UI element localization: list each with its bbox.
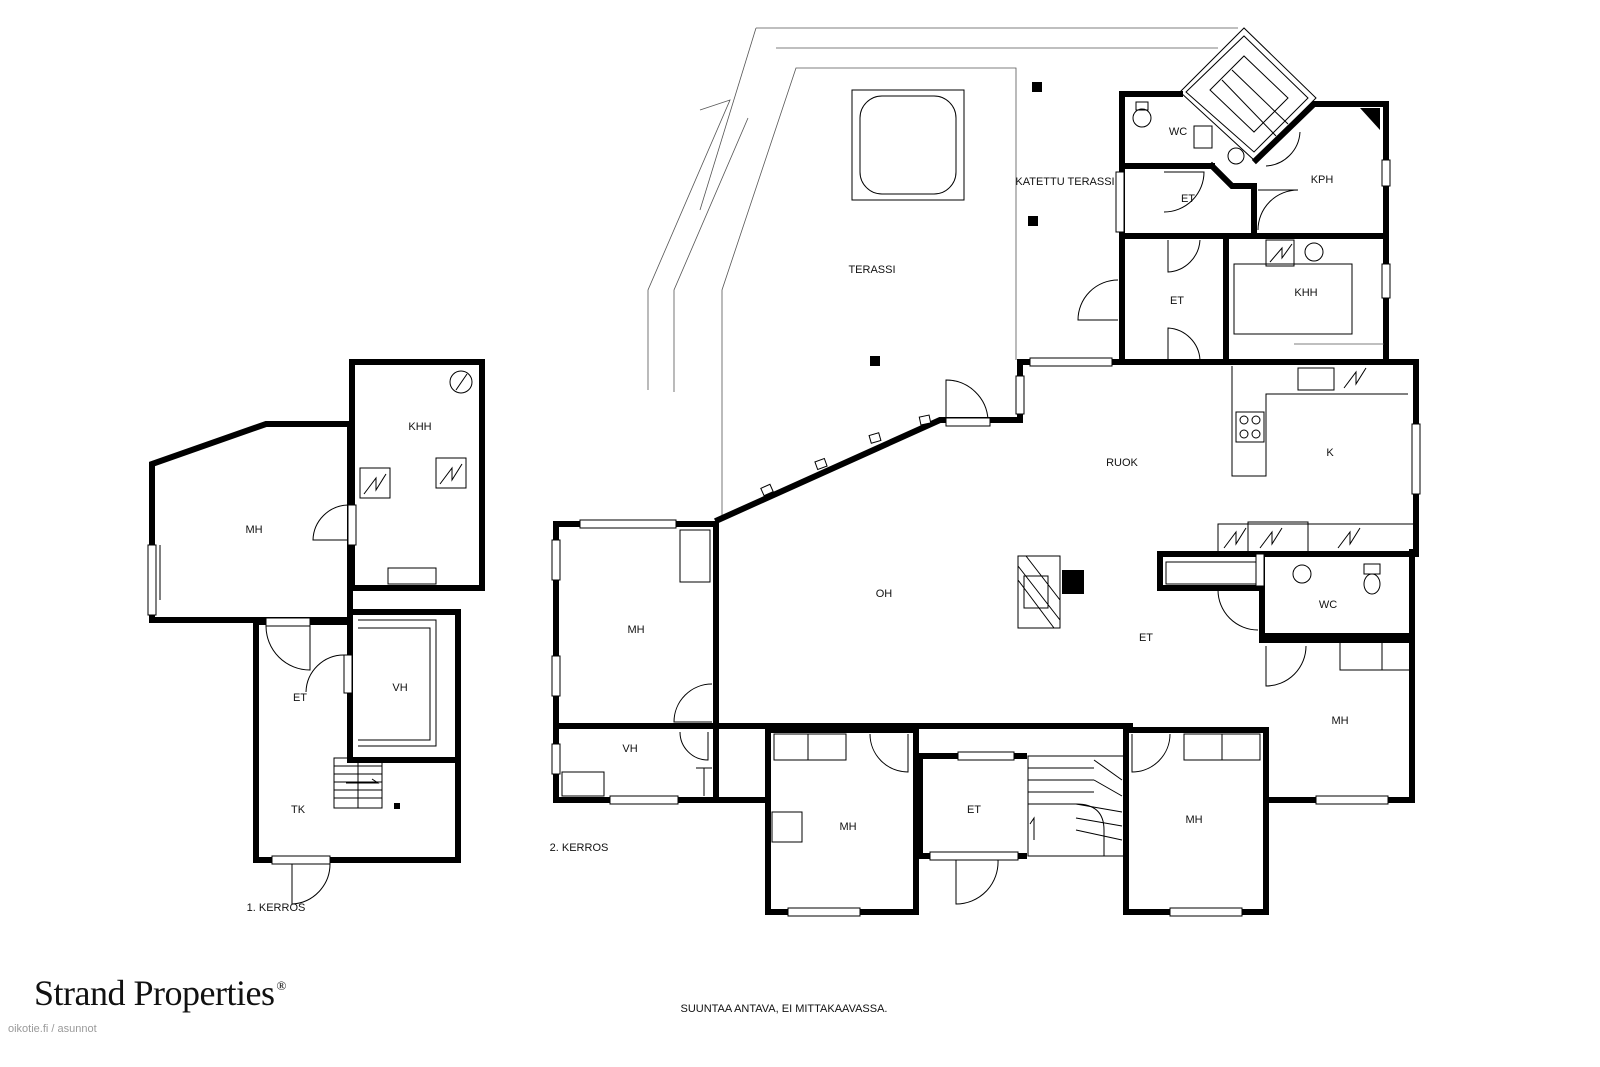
- floor-2-plan: [551, 27, 1421, 917]
- room-label-f1-vh: VH: [392, 682, 407, 694]
- room-label-wc-upper: WC: [1169, 126, 1187, 138]
- room-label-et-entry: ET: [967, 804, 981, 816]
- room-label-ruok: RUOK: [1106, 457, 1138, 469]
- room-label-mh-south: MH: [839, 821, 856, 833]
- room-label-vh: VH: [622, 743, 637, 755]
- room-label-mh-west: MH: [627, 624, 644, 636]
- brand-registered-mark: ®: [276, 978, 286, 993]
- room-label-mh-east: MH: [1331, 715, 1348, 727]
- room-label-wc-lower: WC: [1319, 599, 1337, 611]
- floor-1-plan: [147, 359, 485, 905]
- room-label-oh: OH: [876, 588, 893, 600]
- brand-name: Strand Properties: [34, 973, 275, 1013]
- floor-2-label: 2. KERROS: [550, 842, 609, 854]
- room-label-et-hall: ET: [1139, 632, 1153, 644]
- brand-logo: Strand Properties®: [34, 972, 286, 1014]
- room-label-kph: KPH: [1311, 174, 1334, 186]
- room-label-f1-tk: TK: [291, 804, 306, 816]
- room-label-katettu-terassi: KATETTU TERASSI: [1015, 176, 1114, 188]
- scale-disclaimer: SUUNTAA ANTAVA, EI MITTAKAAVASSA.: [680, 1003, 888, 1015]
- floor-1-label: 1. KERROS: [247, 902, 306, 914]
- room-label-f1-et: ET: [293, 692, 307, 704]
- room-label-terassi: TERASSI: [848, 264, 895, 276]
- room-label-k: K: [1326, 447, 1334, 459]
- room-label-f1-mh: MH: [245, 524, 262, 536]
- room-label-f1-khh: KHH: [408, 421, 431, 433]
- room-label-mh-stair: MH: [1185, 814, 1202, 826]
- room-label-khh: KHH: [1294, 287, 1317, 299]
- room-label-et-middle: ET: [1170, 295, 1184, 307]
- source-watermark: oikotie.fi / asunnot: [8, 1023, 97, 1035]
- room-label-et-upper: ET: [1181, 193, 1195, 205]
